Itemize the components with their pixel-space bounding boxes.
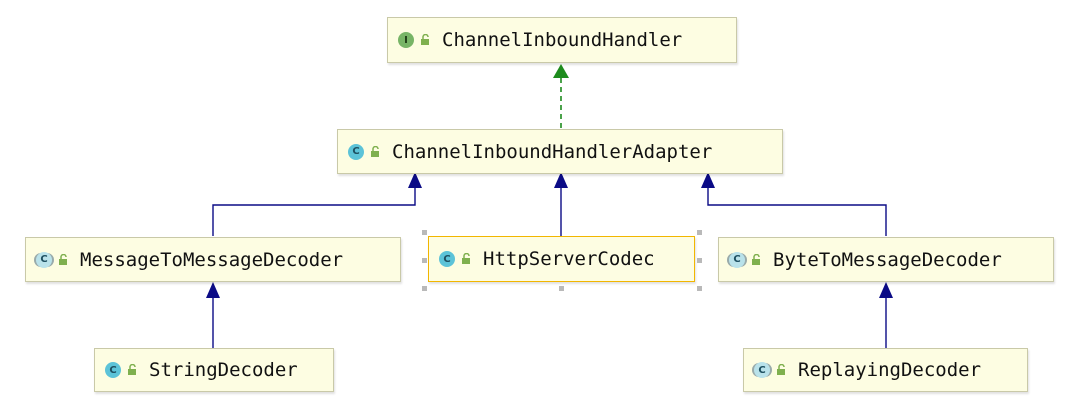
- abstract-class-icon: C: [754, 362, 770, 378]
- class-icon: C: [439, 251, 455, 267]
- edge-replaying-decoder-to-byte-decoder: [879, 282, 893, 348]
- node-byte-to-message-decoder[interactable]: C ByteToMessageDecoder: [718, 237, 1054, 282]
- generalization-arrowhead: [879, 282, 893, 298]
- selection-handle[interactable]: [422, 230, 427, 235]
- selection-handle[interactable]: [422, 286, 427, 291]
- edge-message-decoder-to-adapter: [212, 172, 422, 236]
- abstract-class-icon: C: [729, 251, 745, 268]
- generalization-arrowhead: [206, 282, 220, 298]
- class-icon: C: [105, 362, 121, 378]
- selection-handle[interactable]: [697, 230, 702, 235]
- edge-http-codec-to-adapter: [554, 172, 568, 236]
- generalization-arrowhead: [554, 172, 568, 188]
- public-lock-icon: [59, 253, 67, 265]
- selection-handle[interactable]: [559, 286, 564, 291]
- selection-handle[interactable]: [697, 258, 702, 263]
- interface-icon: I: [398, 32, 414, 48]
- class-name: HttpServerCodec: [483, 248, 655, 270]
- public-lock-icon: [777, 364, 785, 375]
- edge-string-decoder-to-message-decoder: [206, 282, 220, 348]
- node-message-to-message-decoder[interactable]: C MessageToMessageDecoder: [25, 237, 401, 282]
- edge-adapter-to-inbound-handler: [553, 64, 569, 128]
- class-name: ChannelInboundHandler: [442, 29, 683, 51]
- selection-handle[interactable]: [422, 258, 427, 263]
- node-string-decoder[interactable]: C StringDecoder: [94, 348, 334, 392]
- class-name: ByteToMessageDecoder: [773, 248, 1002, 271]
- class-name: ReplayingDecoder: [798, 359, 982, 381]
- realization-arrowhead: [553, 64, 569, 78]
- public-lock-icon: [462, 253, 470, 264]
- public-lock-icon: [421, 34, 429, 45]
- public-lock-icon: [752, 253, 760, 265]
- node-replaying-decoder[interactable]: C ReplayingDecoder: [743, 348, 1028, 392]
- edge-byte-decoder-to-adapter: [701, 172, 887, 236]
- class-icon: C: [348, 143, 364, 160]
- generalization-arrowhead: [701, 172, 715, 188]
- class-name: MessageToMessageDecoder: [80, 248, 344, 271]
- generalization-arrowhead: [408, 172, 422, 188]
- node-http-server-codec[interactable]: C HttpServerCodec: [428, 236, 695, 282]
- node-channel-inbound-handler-adapter[interactable]: C ChannelInboundHandlerAdapter: [337, 129, 783, 174]
- node-channel-inbound-handler[interactable]: I ChannelInboundHandler: [387, 17, 737, 63]
- selection-handle[interactable]: [697, 286, 702, 291]
- class-name: ChannelInboundHandlerAdapter: [392, 140, 713, 163]
- public-lock-icon: [128, 364, 136, 375]
- abstract-class-icon: C: [36, 251, 52, 268]
- class-name: StringDecoder: [149, 359, 298, 381]
- public-lock-icon: [371, 145, 379, 157]
